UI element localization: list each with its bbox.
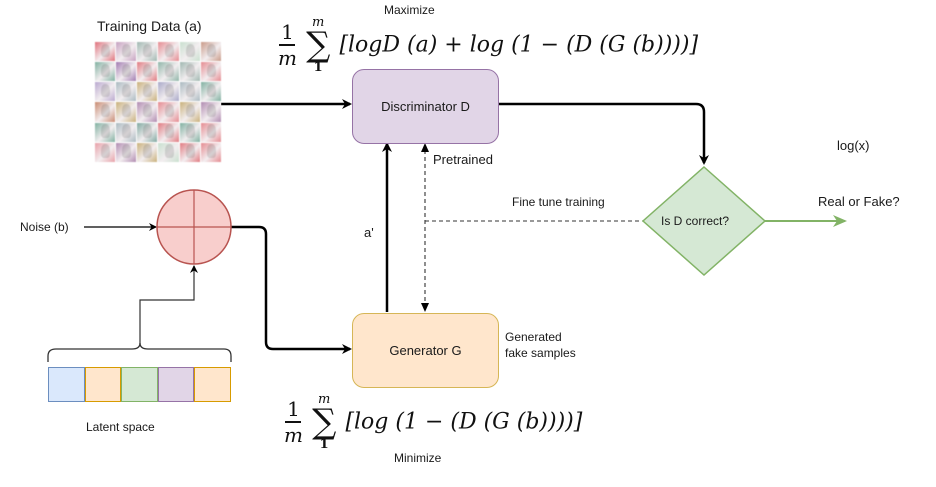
- training-thumbnail: [95, 142, 116, 162]
- latent-space-vector: [48, 367, 231, 402]
- fraction-numerator: 1: [281, 20, 294, 45]
- training-thumbnail: [95, 62, 116, 82]
- real-or-fake-label: Real or Fake?: [818, 194, 900, 209]
- latent-cell: [194, 367, 231, 402]
- pretrained-label: Pretrained: [433, 152, 493, 167]
- combiner-node[interactable]: [156, 189, 232, 265]
- latent-brace: [47, 342, 232, 362]
- training-thumbnail: [179, 122, 200, 142]
- fine-tune-label: Fine tune training: [512, 195, 605, 209]
- edge-combiner-to-generator: [231, 225, 352, 354]
- pretrained-arrow-down: [421, 303, 429, 312]
- training-thumbnail: [179, 102, 200, 122]
- minimize-label: Minimize: [394, 451, 442, 465]
- training-thumbnail: [116, 42, 137, 62]
- training-thumbnail: [137, 62, 158, 82]
- training-thumbnail: [116, 102, 137, 122]
- training-thumbnail: [200, 82, 221, 102]
- training-thumbnail: [95, 82, 116, 102]
- training-thumbnail: [179, 42, 200, 62]
- generated-samples-line1: Generated: [505, 330, 562, 344]
- training-thumbnail: [200, 142, 221, 162]
- generated-samples-label: Generated fake samples: [505, 329, 576, 361]
- latent-cell: [84, 367, 122, 402]
- latent-cell: [121, 367, 158, 402]
- fraction-denominator: m: [278, 45, 297, 70]
- sum-lower-bound: 1: [319, 437, 329, 452]
- a-prime-label: a': [364, 225, 374, 240]
- log-x-label: log(x): [837, 138, 870, 153]
- training-thumbnail: [158, 102, 179, 122]
- fraction-numerator: 1: [287, 397, 300, 422]
- discriminator-label: Discriminator D: [381, 99, 470, 114]
- maximize-label: Maximize: [384, 3, 435, 17]
- training-thumbnail: [116, 62, 137, 82]
- sum-lower-bound: 1: [313, 60, 323, 75]
- sum-symbol: ∑: [306, 25, 331, 65]
- maximize-formula: 1 m m ∑ 1 [logD (a) + log (1 − (D (G (b)…: [278, 16, 698, 74]
- training-thumbnail: [179, 142, 200, 162]
- training-thumbnail: [116, 122, 137, 142]
- latent-cell: [157, 367, 195, 402]
- training-thumbnail: [116, 82, 137, 102]
- training-thumbnail: [179, 62, 200, 82]
- latent-space-label: Latent space: [86, 420, 155, 434]
- training-data-grid: [95, 42, 221, 162]
- training-thumbnail: [200, 62, 221, 82]
- sum-symbol: ∑: [312, 402, 337, 442]
- training-thumbnail: [137, 82, 158, 102]
- edge-latent-to-combiner: [139, 265, 198, 346]
- sum-upper-bound: m: [318, 392, 331, 407]
- noise-label: Noise (b): [20, 220, 69, 234]
- decision-diamond[interactable]: [641, 165, 767, 277]
- maximize-fraction: 1 m: [278, 22, 297, 68]
- training-thumbnail: [137, 102, 158, 122]
- training-thumbnail: [137, 42, 158, 62]
- training-thumbnail: [158, 42, 179, 62]
- training-thumbnail: [158, 82, 179, 102]
- training-thumbnail: [200, 102, 221, 122]
- generator-label: Generator G: [389, 343, 462, 358]
- training-thumbnail: [116, 142, 137, 162]
- fraction-bar: [279, 44, 296, 46]
- training-thumbnail: [95, 42, 116, 62]
- maximize-summation: m ∑ 1: [306, 16, 330, 74]
- decision-label: Is D correct?: [661, 214, 730, 228]
- training-thumbnail: [200, 122, 221, 142]
- generated-samples-line2: fake samples: [505, 346, 576, 360]
- training-thumbnail: [158, 62, 179, 82]
- training-thumbnail: [95, 102, 116, 122]
- minimize-summation: m ∑ 1: [312, 393, 336, 451]
- training-thumbnail: [179, 82, 200, 102]
- pretrained-arrow-up: [421, 143, 429, 152]
- edge-discriminator-to-decision: [497, 102, 709, 165]
- sum-upper-bound: m: [312, 15, 325, 30]
- training-thumbnail: [158, 142, 179, 162]
- minimize-formula: 1 m m ∑ 1 [log (1 − (D (G (b))))]: [284, 393, 582, 451]
- training-thumbnail: [137, 122, 158, 142]
- fraction-denominator: m: [284, 422, 303, 447]
- minimize-expression: [log (1 − (D (G (b))))]: [345, 409, 583, 435]
- latent-cell: [48, 367, 85, 402]
- generator-node[interactable]: Generator G: [352, 313, 499, 388]
- fraction-bar: [285, 421, 302, 423]
- training-thumbnail: [158, 122, 179, 142]
- maximize-expression: [logD (a) + log (1 − (D (G (b))))]: [339, 32, 699, 58]
- training-thumbnail: [200, 42, 221, 62]
- training-data-title: Training Data (a): [97, 18, 202, 34]
- training-thumbnail: [95, 122, 116, 142]
- minimize-fraction: 1 m: [284, 399, 303, 445]
- training-thumbnail: [137, 142, 158, 162]
- discriminator-node[interactable]: Discriminator D: [352, 69, 499, 144]
